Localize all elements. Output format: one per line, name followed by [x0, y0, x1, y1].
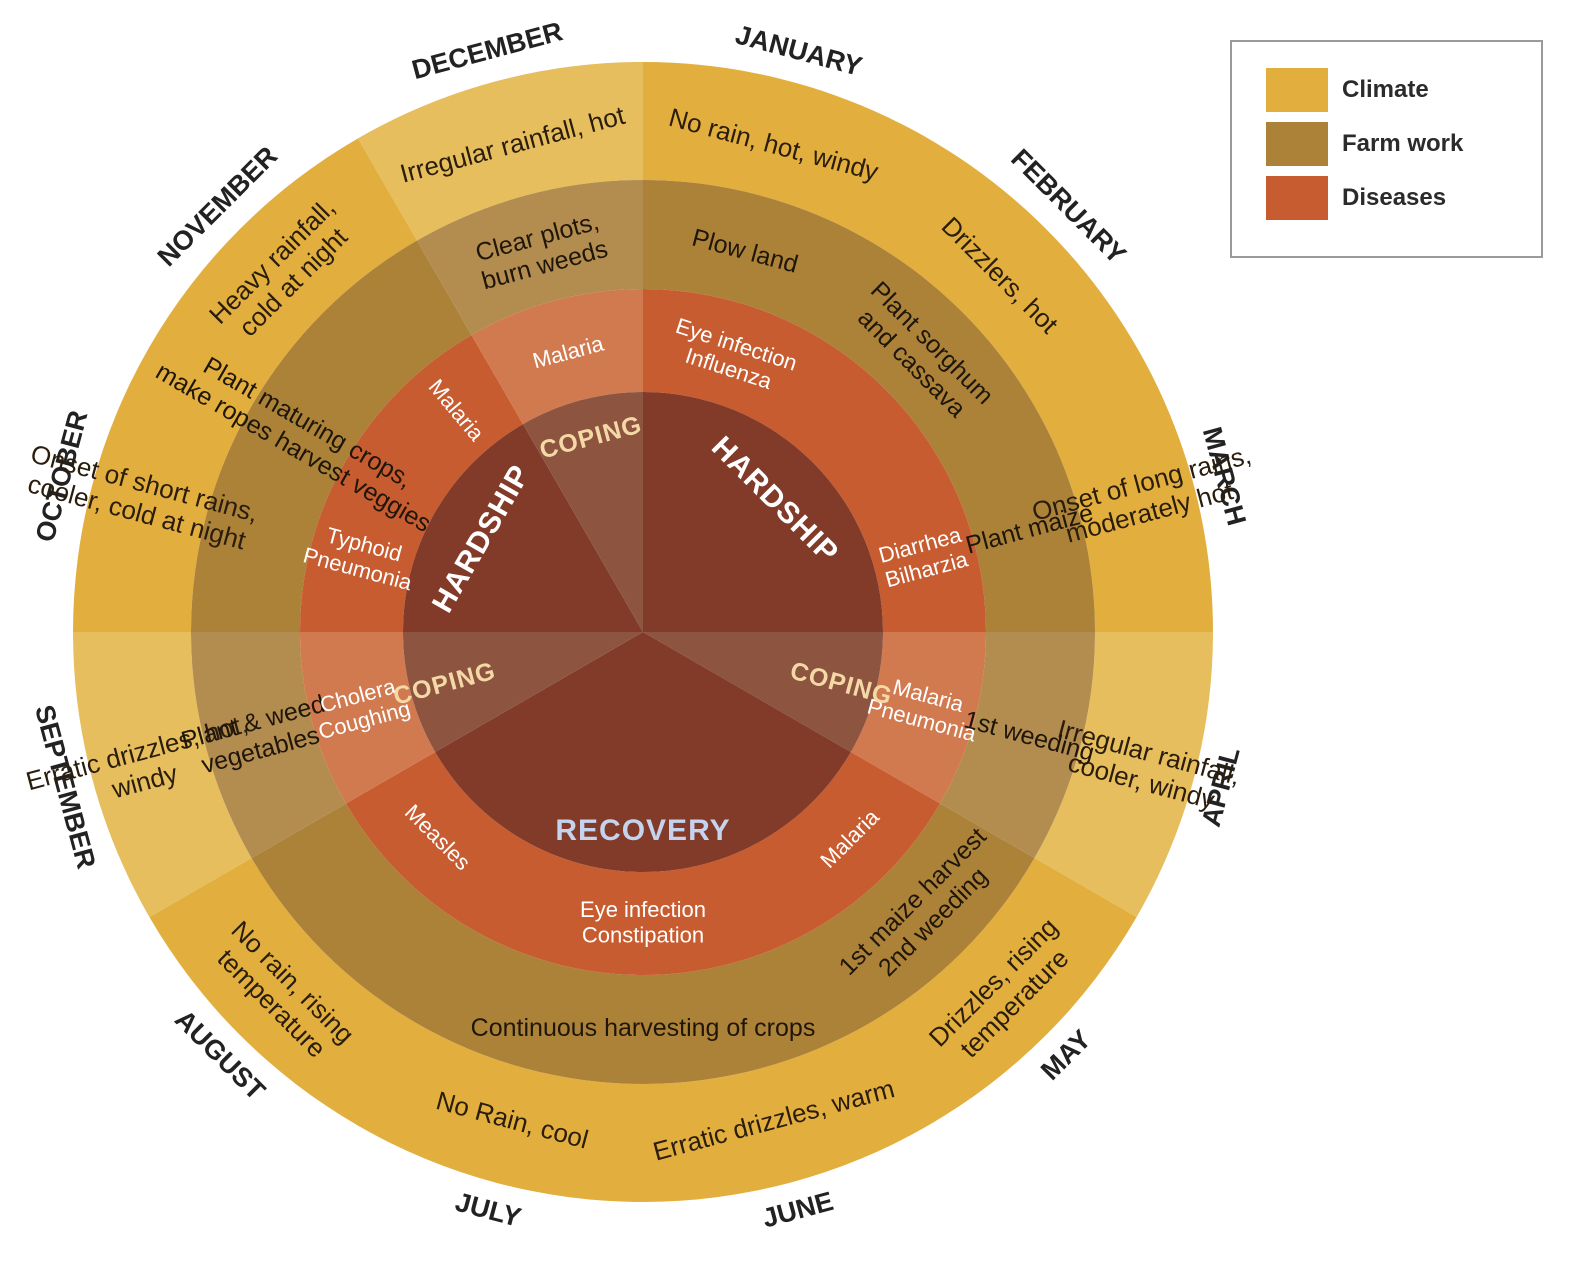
phase-coping-right [643, 632, 883, 752]
legend: Climate Farm work Diseases [1230, 40, 1543, 258]
month-label: JULY [452, 1187, 524, 1233]
climate-segment-dec [358, 62, 643, 241]
climate-segment-sep [73, 632, 252, 917]
legend-label: Climate [1342, 76, 1429, 103]
legend-item-farm-work: Farm work [1266, 122, 1463, 166]
phase-label-recovery: RECOVERY [555, 814, 730, 847]
farm-segment-oct-nov [191, 240, 472, 632]
disease-segment-dec [471, 289, 643, 425]
phase-hardship-right [643, 392, 883, 632]
disease-segment-may-aug [345, 752, 941, 976]
disease-segment-oct-nov [300, 334, 523, 632]
phase-coping-top [523, 392, 643, 632]
disease-segment-jan-mar [643, 289, 986, 632]
farm-label-jun-aug: Continuous harvesting of crops [471, 1014, 816, 1042]
phase-coping-left [403, 632, 643, 752]
climate-ring [73, 62, 1213, 1202]
farm-work-ring [191, 180, 1095, 1084]
phase-core [402, 392, 883, 873]
farm-segment-jan-mar [643, 180, 1095, 632]
farm-segment-dec [417, 180, 643, 335]
climate-segment-oct-nov [73, 138, 417, 632]
climate-segment-apr [1034, 632, 1213, 917]
legend-item-diseases: Diseases [1266, 176, 1446, 220]
legend-label: Farm work [1342, 130, 1464, 157]
disease-ring [300, 289, 986, 976]
disease-segment-apr [850, 632, 986, 804]
farm-segment-sep [191, 632, 346, 858]
month-label: JANUARY [732, 19, 865, 81]
phase-recovery [435, 632, 851, 873]
climate-segment-jan-mar [643, 62, 1213, 632]
legend-swatch [1266, 176, 1328, 220]
disease-segment-sep [300, 632, 436, 804]
legend-swatch [1266, 68, 1328, 112]
legend-label: Diseases [1342, 184, 1447, 211]
month-label: JUNE [759, 1186, 836, 1234]
phase-hardship-left [402, 424, 643, 632]
farm-segment-apr [940, 632, 1095, 858]
climate-segment-may-aug [149, 858, 1137, 1202]
legend-item-climate: Climate [1266, 68, 1429, 112]
farm-segment-may-aug [251, 803, 1035, 1084]
legend-swatch [1266, 122, 1328, 166]
